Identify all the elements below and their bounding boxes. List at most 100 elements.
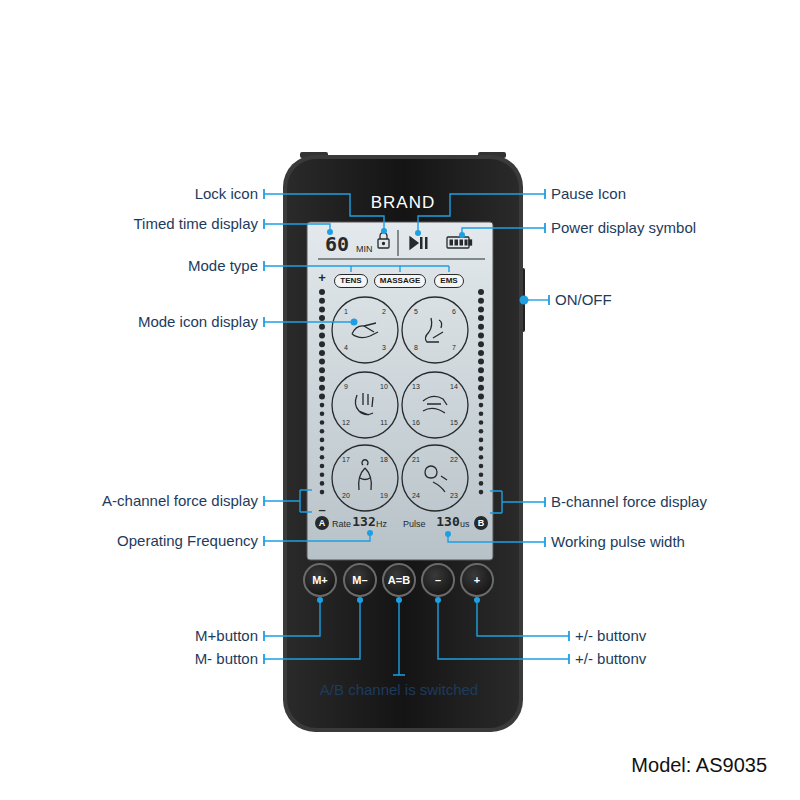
device-part (332, 372, 398, 438)
device-part (307, 222, 493, 560)
pulse-value: 130 (436, 515, 459, 530)
pulse-unit: us (460, 519, 470, 529)
force-dot (478, 298, 484, 304)
control-button: A=B (382, 563, 416, 597)
force-dot (319, 376, 325, 382)
force-dot (478, 350, 484, 356)
device-part (332, 297, 398, 363)
leader-lines (264, 189, 569, 675)
device-part (423, 396, 447, 413)
lcd-symbols (315, 230, 488, 530)
device-part (367, 530, 373, 536)
device-part (425, 318, 443, 342)
control-button: – (421, 563, 455, 597)
pulse-label: Pulse (403, 519, 426, 529)
force-dot (478, 315, 484, 321)
model-number: Model: AS9035 (631, 754, 767, 777)
force-dot (479, 455, 484, 460)
mode-number: 15 (450, 419, 458, 427)
device-part (351, 319, 358, 326)
button-text: M– (352, 574, 367, 586)
force-dot (478, 393, 484, 399)
device-part (460, 240, 464, 246)
device-part (383, 243, 385, 245)
timer-unit: MIN (356, 244, 373, 254)
device-part (378, 239, 389, 248)
callout-label: Operating Frequency (117, 532, 258, 549)
device-body: BRANDTENSMASSAGEEMSM+M–A=B–+ (283, 155, 523, 732)
force-dot (319, 341, 325, 347)
force-plus: + (318, 271, 326, 286)
mode-number: 6 (452, 308, 456, 316)
callout-label: M+button (195, 627, 258, 644)
force-dot (319, 367, 325, 373)
mode-number: 13 (412, 383, 420, 391)
force-dot (319, 289, 325, 295)
device-housing (283, 152, 525, 732)
force-dot (319, 359, 325, 365)
control-button: M+ (303, 563, 337, 597)
device-part (352, 323, 378, 338)
force-dot (320, 412, 325, 417)
device-part (315, 516, 329, 530)
mode-type-pill: EMS (434, 274, 463, 288)
force-dot (478, 324, 484, 330)
device-part (490, 491, 545, 513)
device-part (398, 230, 399, 256)
mode-number: 2 (382, 308, 386, 316)
mode-type-pill: MASSAGE (374, 274, 426, 288)
device-part (425, 237, 428, 249)
force-dot (320, 490, 325, 495)
force-dot (479, 420, 484, 425)
device-part (423, 396, 447, 413)
device-part (381, 228, 387, 234)
force-dot (479, 429, 484, 434)
force-minus: – (318, 503, 325, 518)
force-dot (478, 367, 484, 373)
device-part (287, 159, 519, 728)
callout-label: Timed time display (134, 215, 258, 232)
mode-number: 23 (450, 492, 458, 500)
force-dot (478, 359, 484, 365)
device-part (264, 266, 449, 272)
device-part (355, 393, 373, 415)
device-part (264, 490, 312, 512)
device-part (264, 600, 360, 659)
force-dot (479, 403, 484, 408)
mode-number: 21 (412, 456, 420, 464)
mode-number: 3 (382, 344, 386, 352)
force-dot (319, 306, 325, 312)
force-dot (319, 393, 325, 399)
callout-label: Mode icon display (138, 313, 258, 330)
device-part (459, 232, 465, 238)
mode-number: 5 (414, 308, 418, 316)
callout-label: Mode type (188, 257, 258, 274)
device-part (438, 600, 569, 659)
force-dot (319, 298, 325, 304)
force-dot (320, 420, 325, 425)
callout-label: B-channel force display (551, 493, 707, 510)
device-part (477, 600, 569, 636)
timer-value: 60 (325, 233, 349, 256)
button-text: + (474, 574, 480, 586)
frequency-value: 132 (352, 515, 375, 530)
mode-number: 18 (380, 456, 388, 464)
force-dot (320, 446, 325, 451)
force-dot (320, 429, 325, 434)
mode-number: 17 (342, 456, 350, 464)
device-part (435, 597, 441, 603)
callout-label: M- button (195, 650, 258, 667)
brand-text: BRAND (283, 193, 523, 213)
device-part (469, 240, 472, 245)
force-dot (319, 350, 325, 356)
device-part (520, 296, 529, 305)
mode-number: 1 (344, 308, 348, 316)
mode-number: 14 (450, 383, 458, 391)
control-button: M– (343, 563, 377, 597)
button-text: MASSAGE (380, 276, 420, 285)
button-text: TENS (340, 276, 361, 285)
mode-number: 11 (380, 419, 387, 427)
callout-label: +/- buttonv (575, 627, 646, 644)
